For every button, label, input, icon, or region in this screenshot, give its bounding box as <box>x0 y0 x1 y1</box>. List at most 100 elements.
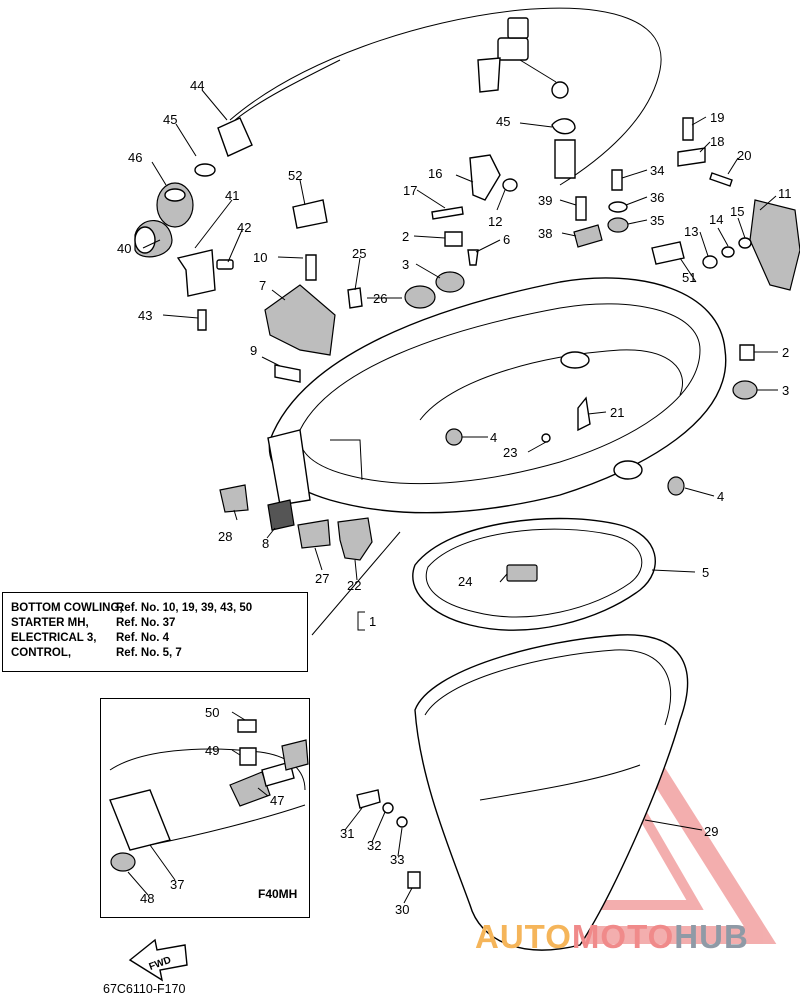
callout-37: 37 <box>170 877 184 892</box>
callout-20: 20 <box>737 148 751 163</box>
part-26-grommet <box>404 285 436 309</box>
part-38-grommet <box>573 224 603 248</box>
legend-ref: Ref. No. 37 <box>116 617 176 629</box>
callout-45b: 45 <box>496 114 510 129</box>
callout-40: 40 <box>117 241 131 256</box>
callout-21: 21 <box>610 405 624 420</box>
watermark-text: AUTOMOTOHUB <box>475 918 749 956</box>
part-27-seal <box>297 519 331 549</box>
callout-2b: 2 <box>782 345 789 360</box>
part-35-grommet <box>607 217 629 233</box>
part-4-spacer-b <box>667 476 685 496</box>
part-40-knob <box>134 220 173 258</box>
part-39-bolt <box>575 196 587 221</box>
part-18-plate <box>677 147 706 167</box>
callout-28: 28 <box>218 529 232 544</box>
part-4-spacer <box>445 428 463 446</box>
callout-22: 22 <box>347 578 361 593</box>
part-9-plate <box>274 364 301 383</box>
part-10-bolt <box>305 254 317 281</box>
callout-49: 49 <box>205 743 219 758</box>
part-16-bracket <box>469 154 501 201</box>
part-15-washer <box>738 237 752 249</box>
throttle-linkage <box>477 17 569 99</box>
part-41-bracket <box>176 249 216 297</box>
callout-32: 32 <box>367 838 381 853</box>
callout-15: 15 <box>730 204 744 219</box>
callout-labels: 44 45 46 41 42 40 43 52 10 7 25 26 9 16 … <box>117 78 792 973</box>
callout-50: 50 <box>205 705 219 720</box>
callout-17: 17 <box>403 183 417 198</box>
callout-42: 42 <box>237 220 251 235</box>
part-20-spring <box>709 172 733 187</box>
part-21-cable <box>577 396 591 432</box>
part-25-clip <box>347 287 363 309</box>
hose <box>217 117 253 157</box>
callout-6: 6 <box>503 232 510 247</box>
part-32-washer <box>382 802 394 814</box>
callout-16: 16 <box>428 166 442 181</box>
callout-24: 24 <box>458 574 472 589</box>
watermark-part-1: AUTO <box>475 918 572 955</box>
callout-19: 19 <box>710 110 724 125</box>
callout-52: 52 <box>288 168 302 183</box>
callout-10: 10 <box>253 250 267 265</box>
diagram-code: 67C6110-F170 <box>103 982 186 996</box>
part-19-bolt <box>682 117 694 141</box>
detail-inset <box>100 698 310 918</box>
bottom-cowling <box>267 277 727 514</box>
reference-legend: BOTTOM COWLING, Ref. No. 10, 19, 39, 43,… <box>2 592 308 672</box>
part-28-seal <box>219 484 249 513</box>
callout-5: 5 <box>702 565 709 580</box>
part-3-grommet-b <box>732 380 758 400</box>
callout-12: 12 <box>488 214 502 229</box>
callout-43: 43 <box>138 308 152 323</box>
callout-18: 18 <box>710 134 724 149</box>
part-5-gasket-inner <box>425 528 643 618</box>
callout-41: 41 <box>225 188 239 203</box>
part-43-bolt <box>197 309 207 331</box>
callout-44: 44 <box>190 78 204 93</box>
part-33-washer <box>396 816 408 828</box>
callout-35: 35 <box>650 213 664 228</box>
legend-row: STARTER MH, Ref. No. 37 <box>11 616 299 631</box>
part-31-bolt <box>356 789 381 809</box>
legend-row: ELECTRICAL 3, Ref. No. 4 <box>11 631 299 646</box>
callout-33: 33 <box>390 852 404 867</box>
part-23-plug <box>541 433 551 443</box>
legend-ref: Ref. No. 10, 19, 39, 43, 50 <box>116 602 253 614</box>
callout-7: 7 <box>259 278 266 293</box>
part-36-washer <box>608 201 628 213</box>
detail-drawing <box>109 719 309 872</box>
fwd-arrow <box>128 938 188 982</box>
callout-27: 27 <box>315 571 329 586</box>
part-24-pad <box>506 564 538 582</box>
callout-46: 46 <box>128 150 142 165</box>
legend-ref: Ref. No. 5, 7 <box>116 647 182 659</box>
part-42-bolt <box>216 259 234 270</box>
callout-36: 36 <box>650 190 664 205</box>
callout-13: 13 <box>684 224 698 239</box>
callout-3b: 3 <box>782 383 789 398</box>
part-2-bolt <box>444 231 463 247</box>
legend-item: BOTTOM COWLING, <box>11 602 123 614</box>
callout-14: 14 <box>709 212 723 227</box>
callout-29: 29 <box>704 824 718 839</box>
callout-9: 9 <box>250 343 257 358</box>
callout-2: 2 <box>402 229 409 244</box>
lower-cowling-rim <box>424 649 672 726</box>
callout-31: 31 <box>340 826 354 841</box>
callout-39: 39 <box>538 193 552 208</box>
part-34-bolt <box>611 169 623 191</box>
part-17-bolt <box>431 206 464 220</box>
part-13-washer <box>702 255 718 269</box>
callout-26: 26 <box>373 291 387 306</box>
legend-row: CONTROL, Ref. No. 5, 7 <box>11 646 299 661</box>
callout-8: 8 <box>262 536 269 551</box>
hose-line <box>234 59 341 121</box>
legend-item: CONTROL, <box>11 647 72 659</box>
callout-48: 48 <box>140 891 154 906</box>
part-45-clamp <box>551 118 576 135</box>
part-8-clip <box>267 499 295 531</box>
